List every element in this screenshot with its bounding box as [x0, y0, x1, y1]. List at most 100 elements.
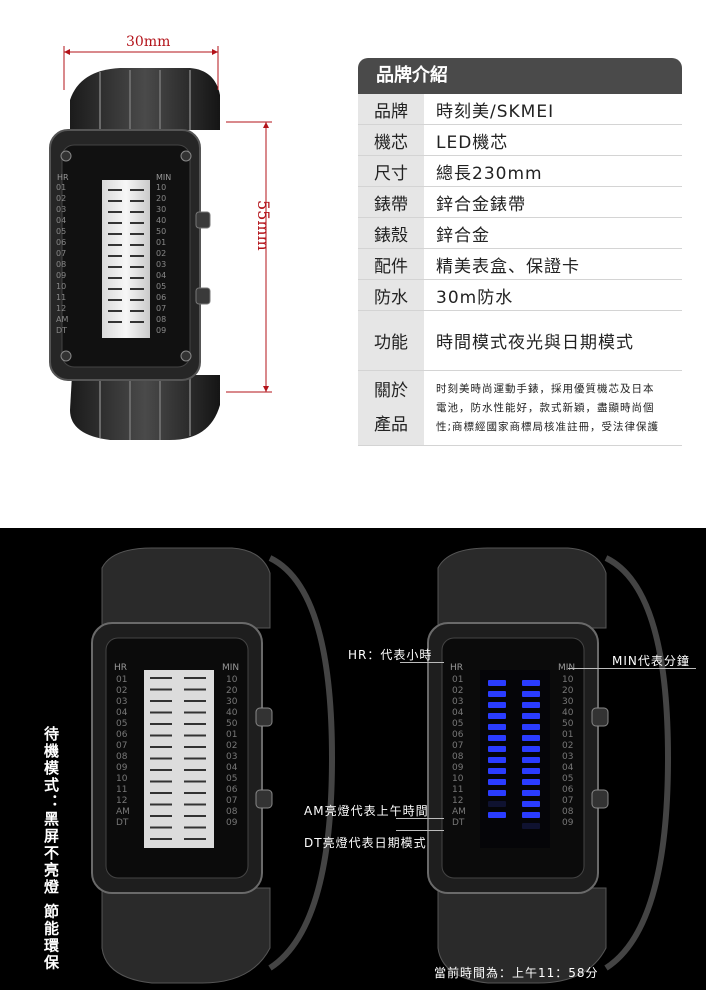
minute-led — [522, 757, 540, 763]
hour-led — [488, 680, 506, 686]
spec-row: 錶殼鋅合金 — [358, 218, 682, 249]
spec-value: 鋅合金錶帶 — [436, 194, 526, 215]
spec-value: 時間模式夜光與日期模式 — [436, 333, 634, 353]
minute-mark: 20 — [156, 194, 166, 203]
minute-mark: 08 — [226, 807, 238, 817]
am-callout-line — [396, 818, 444, 819]
side-button — [255, 707, 273, 727]
hour-mark: 03 — [452, 697, 463, 707]
width-dimension-label: 30mm — [126, 34, 171, 50]
spec-label: 錶殼 — [358, 218, 424, 248]
hr-header: HR — [57, 173, 69, 182]
spec-value: 時刻美/SKMEI — [436, 101, 555, 122]
minute-mark: 05 — [562, 774, 573, 784]
hour-mark: 09 — [56, 271, 66, 280]
about-text-line: 时刻美時尚運動手錶，採用優質機芯及日本 — [436, 382, 655, 395]
hour-mark: 04 — [56, 216, 66, 225]
spec-row: 配件精美表盒、保證卡 — [358, 249, 682, 280]
minute-mark: 02 — [156, 249, 166, 258]
hour-mark: 01 — [116, 675, 127, 685]
minute-mark: 03 — [156, 260, 166, 269]
am-led — [488, 812, 506, 818]
minute-mark: 09 — [156, 326, 166, 335]
hour-mark: 01 — [56, 183, 66, 192]
hour-led — [488, 790, 506, 796]
hour-mark: 04 — [116, 708, 128, 718]
hour-mark: 06 — [116, 730, 128, 740]
min-callout: MIN代表分鐘 — [612, 654, 690, 668]
hour-mark: 12 — [56, 304, 66, 313]
minute-mark: 40 — [226, 708, 238, 718]
hour-led — [488, 691, 506, 697]
hour-mark: 08 — [452, 752, 464, 762]
hour-mark: 04 — [452, 708, 464, 718]
band-bottom — [101, 887, 271, 984]
hour-mark: 05 — [116, 719, 127, 729]
band-top — [101, 547, 271, 629]
hour-mark: DT — [56, 326, 67, 335]
minute-led — [522, 790, 540, 796]
spec-label-about: 關於產品 — [358, 371, 424, 445]
hour-mark: 07 — [452, 741, 463, 751]
hr-callout-line — [400, 662, 444, 663]
minute-mark: 06 — [562, 785, 574, 795]
minute-mark: 06 — [156, 293, 166, 302]
standby-mode-text: 待機模式：黑屏不亮燈 節能環保 — [42, 726, 60, 972]
hour-mark: 07 — [56, 249, 66, 258]
hour-mark: 10 — [452, 774, 464, 784]
spec-row: 功能時間模式夜光與日期模式 — [358, 311, 682, 371]
minute-mark: 30 — [226, 697, 238, 707]
about-text: 时刻美時尚運動手錶，採用優質機芯及日本電池，防水性能好，款式新穎，盡顯時尚個性;… — [428, 371, 682, 445]
hour-led — [488, 713, 506, 719]
spec-label: 尺寸 — [358, 156, 424, 186]
minute-mark: 40 — [562, 708, 574, 718]
hour-mark: 01 — [452, 675, 463, 685]
hour-mark: 06 — [452, 730, 464, 740]
hour-mark: DT — [116, 818, 129, 828]
hour-mark: 03 — [116, 697, 127, 707]
hour-mark: 02 — [116, 686, 127, 696]
spec-label: 錶帶 — [358, 187, 424, 217]
spec-value: 總長230mm — [436, 163, 543, 184]
minute-mark: 01 — [562, 730, 573, 740]
minute-mark: 09 — [226, 818, 238, 828]
minute-led — [522, 812, 540, 818]
minute-mark: 50 — [226, 719, 238, 729]
spec-value: LED機芯 — [436, 132, 509, 153]
spec-label: 功能 — [358, 311, 424, 370]
minute-led — [522, 702, 540, 708]
minute-mark: 08 — [156, 315, 166, 324]
hour-led — [488, 746, 506, 752]
spec-value: 鋅合金 — [436, 225, 490, 246]
minute-led — [522, 680, 540, 686]
about-label-line: 關於 — [374, 381, 408, 401]
hour-mark: 02 — [56, 194, 66, 203]
spec-label: 品牌 — [358, 94, 424, 124]
minute-led — [522, 801, 540, 807]
spec-label: 防水 — [358, 280, 424, 310]
hr-callout: HR：代表小時 — [348, 648, 433, 662]
dt-callout-line — [396, 830, 444, 831]
side-button — [591, 789, 609, 809]
hour-led — [488, 768, 506, 774]
minute-mark: 08 — [562, 807, 574, 817]
hour-mark: 12 — [116, 796, 127, 806]
minute-mark: 04 — [226, 763, 238, 773]
minute-led — [522, 779, 540, 785]
about-label-line: 產品 — [374, 415, 408, 435]
current-time-text: 當前時間為：上午11：58分 — [434, 966, 599, 980]
hour-mark: AM — [116, 807, 130, 817]
about-text-line: 性;商標經國家商標局核准註冊，受法律保護 — [436, 420, 660, 433]
about-text-line: 電池，防水性能好，款式新穎，盡顯時尚個 — [436, 401, 655, 414]
min-header: MIN — [558, 663, 575, 673]
hour-led — [488, 735, 506, 741]
hour-mark: 10 — [116, 774, 128, 784]
hour-mark: AM — [56, 315, 68, 324]
minute-mark: 10 — [562, 675, 574, 685]
hour-led — [488, 757, 506, 763]
minute-mark: 07 — [562, 796, 573, 806]
